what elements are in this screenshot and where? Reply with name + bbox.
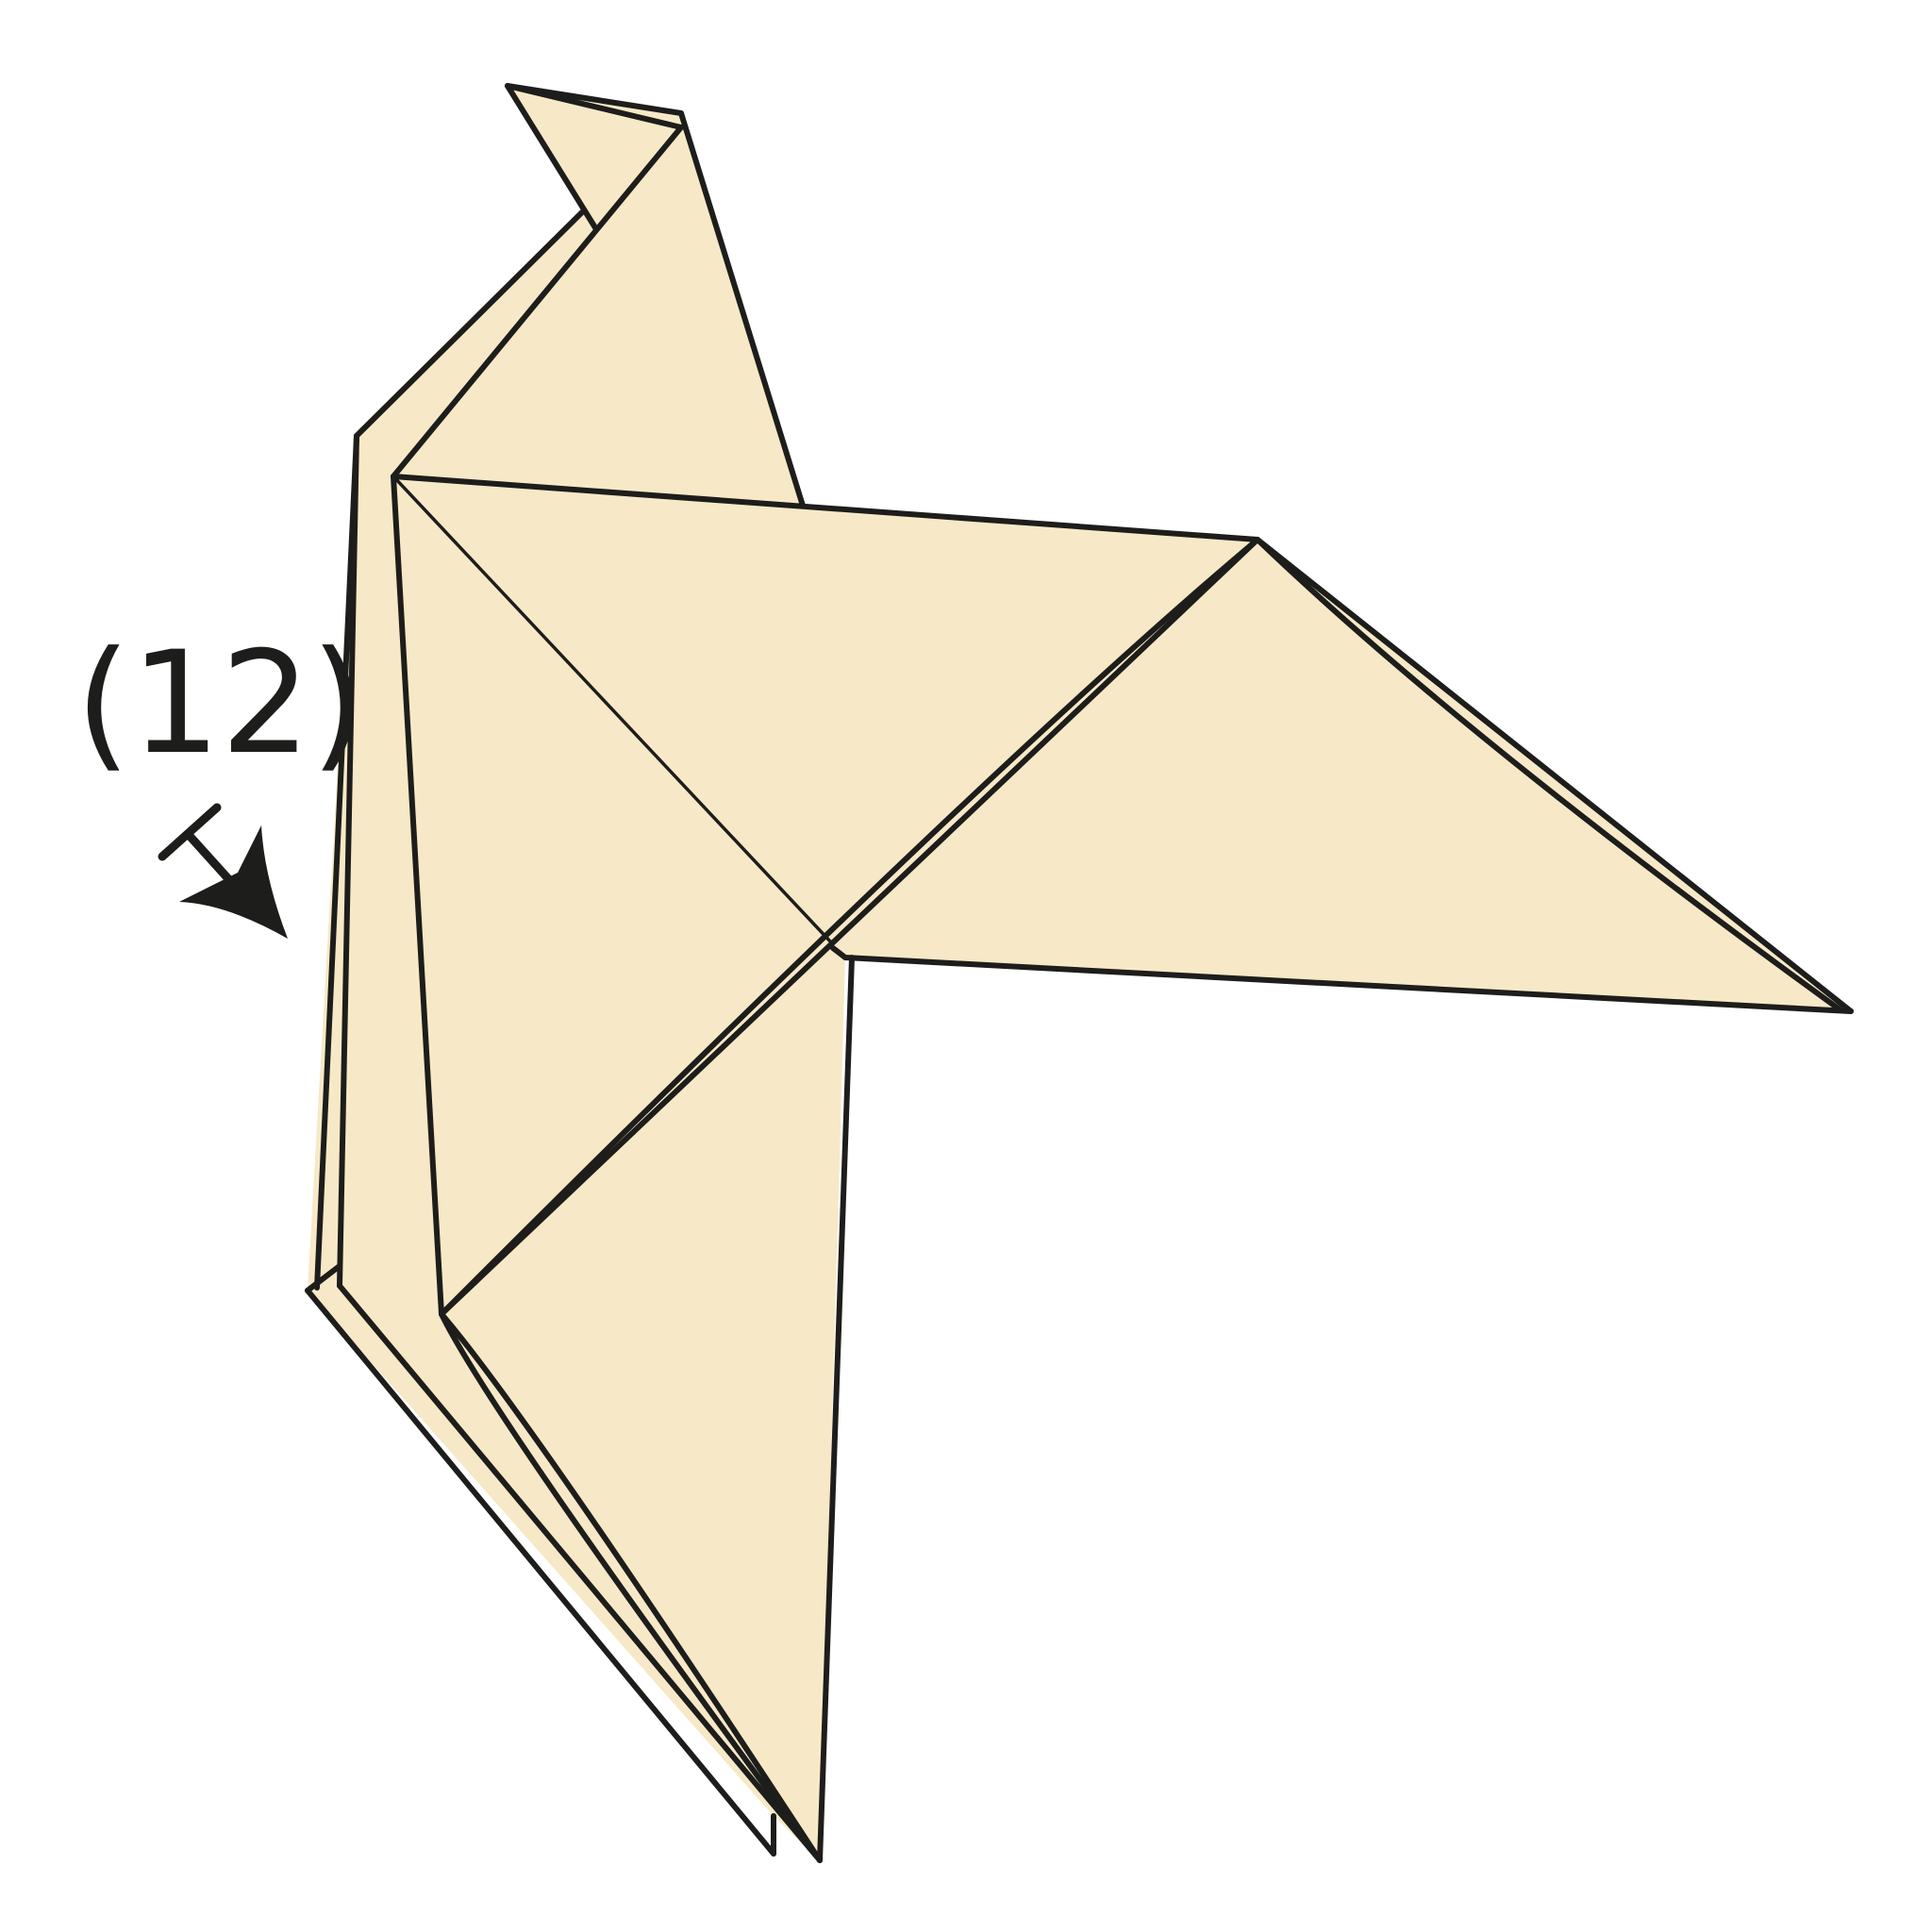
neck-inner-edge (391, 125, 684, 479)
beak-edge (505, 83, 599, 232)
tail-inner-curve-2 (439, 1311, 814, 1852)
body-left-layer (337, 433, 359, 1289)
tail-left-edge (337, 1283, 823, 1863)
paper-fill (308, 86, 1851, 1860)
fold-lines (305, 83, 1854, 1863)
body-fill (308, 436, 1851, 1860)
step-number-label: (12) (75, 622, 366, 786)
body-diagonal-front (439, 537, 1260, 1317)
tail-right-edge (817, 955, 855, 1863)
body-inner-vertical (391, 474, 444, 1317)
tail-outer-edge (305, 1288, 776, 1857)
tail-inner-curve (439, 1311, 823, 1863)
body-diagonal-back (439, 537, 1260, 1317)
head-neck-fill (357, 86, 803, 506)
wing-fold-edge (1255, 537, 1842, 1012)
turn-over-arrow-icon (158, 803, 288, 939)
head-inner-edge (505, 83, 684, 130)
body-diagonal-thin (391, 475, 834, 945)
wing-bottom-edge (830, 945, 1854, 1014)
tail-corner (305, 1263, 342, 1293)
head-back-edge (505, 83, 806, 508)
